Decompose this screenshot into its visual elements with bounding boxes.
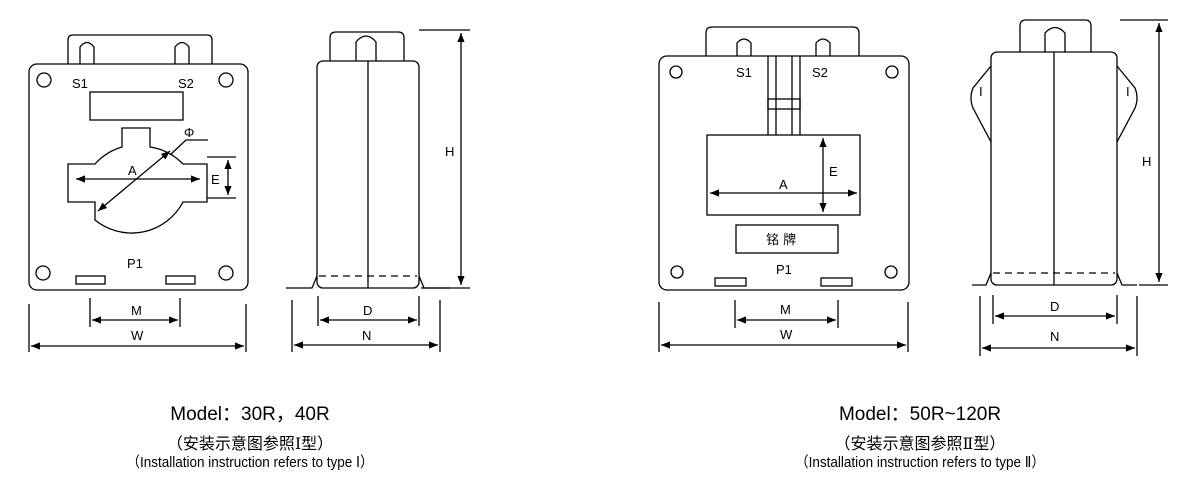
bottom-slot	[714, 277, 747, 287]
type2-model-text: Model：50R~120R	[838, 404, 1002, 425]
mounting-hole	[218, 265, 234, 281]
label-a: A	[779, 177, 788, 192]
type2-instruction-en: （Installation instruction refers to type…	[795, 454, 1045, 471]
type1-primary-aperture	[67, 127, 208, 234]
bottom-slot	[165, 275, 196, 285]
type2-clamp	[767, 98, 801, 110]
type1-instruction-cn: （安装示意图参照Ⅰ型）	[166, 434, 334, 453]
type2-nameplate	[735, 224, 839, 254]
label-p1: P1	[776, 262, 792, 277]
label-h: H	[1142, 154, 1151, 169]
label-m: M	[131, 303, 142, 318]
bottom-slot	[75, 275, 106, 285]
label-n: N	[362, 328, 371, 343]
label-m: M	[780, 302, 791, 317]
type2-primary-window	[706, 134, 861, 216]
type1-phi-leader	[169, 139, 208, 156]
label-e: E	[211, 172, 220, 187]
label-h: H	[445, 144, 454, 159]
label-side-right: I	[1126, 84, 1130, 99]
label-side-left: I	[979, 84, 983, 99]
label-s1: S1	[72, 76, 88, 91]
type2-front-body	[658, 55, 910, 291]
label-e: E	[829, 164, 838, 179]
mounting-hole	[884, 265, 898, 279]
label-d: D	[1050, 299, 1059, 314]
mounting-hole	[885, 65, 899, 79]
label-s2: S2	[178, 76, 194, 91]
label-w: W	[131, 328, 144, 343]
type2-right-ear	[1116, 65, 1138, 143]
type2-labels: S1 S2 A E 铭 牌 P1 M W D N H I I	[736, 65, 1151, 344]
type2-instruction-cn: （安装示意图参照Ⅱ型）	[834, 434, 1006, 453]
type2-left-ear	[970, 65, 992, 143]
type1-instruction-en: （Installation instruction refers to type…	[126, 454, 374, 471]
label-p1: P1	[127, 256, 143, 271]
type1-side-view	[286, 29, 470, 352]
type1-labels: S1 S2 Φ A E P1 M W D N H	[72, 76, 454, 343]
mounting-hole	[35, 265, 51, 281]
label-s1: S1	[736, 65, 752, 80]
type1-front-body	[28, 63, 249, 291]
mounting-hole	[218, 72, 234, 88]
mounting-hole	[670, 265, 684, 279]
type1-model-text: Model：30R，40R	[170, 404, 330, 425]
type1-front-view	[28, 34, 249, 352]
type1-terminal-bracket	[67, 34, 213, 64]
label-w: W	[780, 327, 793, 342]
label-s2: S2	[812, 65, 828, 80]
type1-nameplate-window	[89, 91, 184, 121]
label-n: N	[1050, 329, 1059, 344]
mounting-hole	[36, 72, 52, 88]
label-phi: Φ	[184, 125, 194, 140]
label-d: D	[363, 303, 372, 318]
type1-a-arrow	[97, 150, 171, 212]
bottom-slot	[820, 277, 853, 287]
type2-caption: Model：50R~120R （安装示意图参照Ⅱ型） （Installation…	[710, 404, 1130, 472]
label-nameplate: 铭 牌	[766, 232, 796, 248]
mounting-hole	[669, 65, 683, 79]
label-a: A	[128, 163, 137, 178]
type2-front-view	[658, 26, 910, 352]
type1-caption: Model：30R，40R （安装示意图参照Ⅰ型） （Installation …	[40, 404, 460, 472]
type2-side-view	[970, 19, 1168, 356]
